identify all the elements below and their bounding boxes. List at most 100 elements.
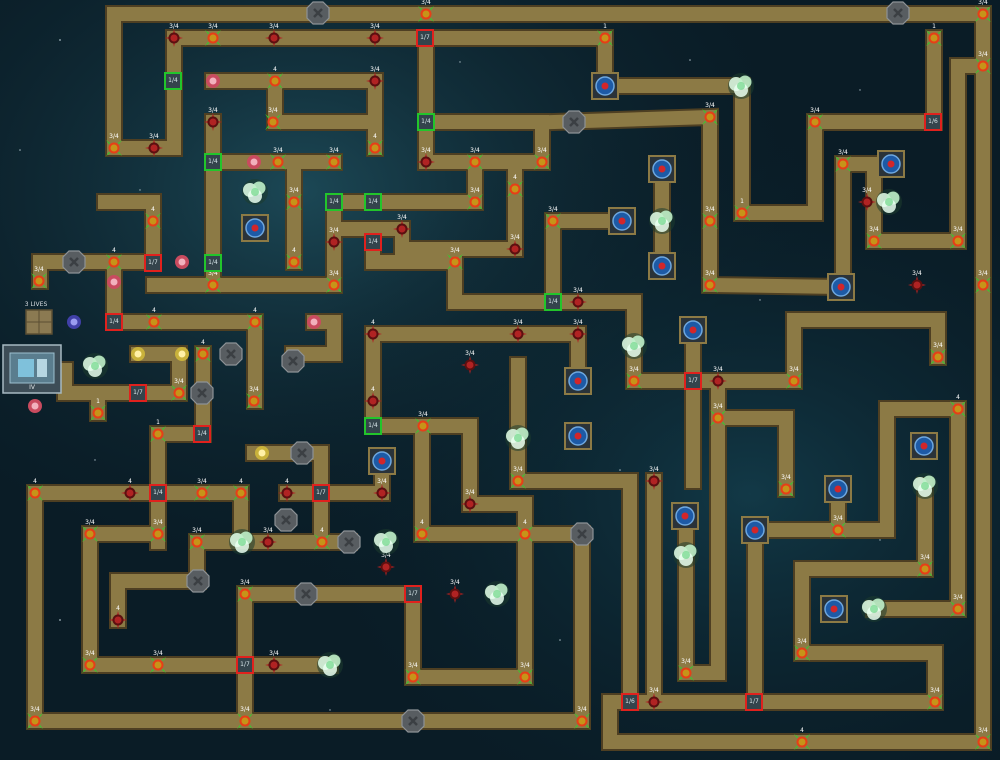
locked-slot[interactable] <box>190 381 214 409</box>
mine[interactable]: 3/4 <box>858 188 876 211</box>
path-node[interactable]: 3/4 <box>325 148 343 171</box>
path-node[interactable]: 3/4 <box>929 343 947 366</box>
path-node[interactable]: 3/4 <box>466 188 484 211</box>
locked-slot[interactable] <box>401 709 425 737</box>
mine[interactable]: 3/4 <box>265 651 283 674</box>
path-node[interactable]: 3/4 <box>974 0 992 23</box>
green-gate[interactable]: 1/4 <box>164 72 182 90</box>
tower[interactable] <box>648 155 676 187</box>
path-node[interactable]: 3/4 <box>285 188 303 211</box>
green-gate[interactable]: 1/4 <box>204 254 222 272</box>
path-node[interactable]: 3/4 <box>701 207 719 230</box>
mine[interactable]: 3/4 <box>165 24 183 47</box>
gas-cloud[interactable] <box>225 525 259 563</box>
red-gate[interactable]: 1/4 <box>105 313 123 331</box>
path-node[interactable]: 3/4 <box>834 150 852 173</box>
mine[interactable]: 3/4 <box>259 528 277 551</box>
path-node[interactable]: 3/4 <box>325 271 343 294</box>
tower[interactable] <box>741 516 769 548</box>
path-node[interactable]: 4 <box>194 340 212 363</box>
gas-cloud[interactable] <box>617 329 651 367</box>
path-node[interactable]: 4 <box>413 520 431 543</box>
path-node[interactable]: 3/4 <box>573 707 591 730</box>
path-node[interactable]: 3/4 <box>236 580 254 603</box>
path-node[interactable]: 3/4 <box>105 134 123 157</box>
path-node[interactable]: 3/4 <box>974 271 992 294</box>
gas-cloud[interactable] <box>369 525 403 563</box>
red-gate[interactable]: 1/6 <box>924 113 942 131</box>
path-node[interactable]: 4 <box>144 207 162 230</box>
locked-slot[interactable] <box>306 1 330 29</box>
path-node[interactable]: 4 <box>26 479 44 502</box>
path-node[interactable]: 3/4 <box>404 663 422 686</box>
mine[interactable]: 3/4 <box>204 108 222 131</box>
red-gate[interactable]: 1/7 <box>404 585 422 603</box>
tower[interactable] <box>910 432 938 464</box>
path-node[interactable]: 3/4 <box>533 148 551 171</box>
tower[interactable] <box>827 273 855 305</box>
tower[interactable] <box>679 316 707 348</box>
path-node[interactable]: 3/4 <box>204 24 222 47</box>
path-node[interactable]: 3/4 <box>193 479 211 502</box>
mine[interactable]: 4 <box>121 479 139 502</box>
path-node[interactable]: 3/4 <box>446 248 464 271</box>
mine[interactable]: 3/4 <box>461 351 479 374</box>
path-node[interactable]: 3/4 <box>701 103 719 126</box>
path-node[interactable]: 4 <box>232 479 250 502</box>
red-gate[interactable]: 1/7 <box>144 254 162 272</box>
red-gate[interactable]: 1/4 <box>364 233 382 251</box>
red-gate[interactable]: 1/4 <box>149 484 167 502</box>
mine[interactable]: 3/4 <box>461 490 479 513</box>
locked-slot[interactable] <box>62 250 86 278</box>
path-node[interactable]: 3/4 <box>974 52 992 75</box>
enemy-pink[interactable] <box>105 273 123 295</box>
path-node[interactable]: 3/4 <box>149 520 167 543</box>
path-node[interactable]: 3/4 <box>865 227 883 250</box>
mine[interactable]: 4 <box>109 606 127 629</box>
locked-slot[interactable] <box>886 1 910 29</box>
path-node[interactable]: 1 <box>596 24 614 47</box>
enemy-pink[interactable] <box>26 397 44 419</box>
mine[interactable]: 3/4 <box>569 288 587 311</box>
path-node[interactable]: 3/4 <box>516 663 534 686</box>
locked-slot[interactable] <box>570 522 594 550</box>
locked-slot[interactable] <box>281 349 305 377</box>
mine[interactable]: 3/4 <box>373 479 391 502</box>
path-node[interactable]: 3/4 <box>81 651 99 674</box>
gas-cloud[interactable] <box>480 577 514 615</box>
path-node[interactable]: 4 <box>313 528 331 551</box>
green-gate[interactable]: 1/4 <box>544 293 562 311</box>
mine[interactable]: 4 <box>364 387 382 410</box>
red-gate[interactable]: 1/7 <box>129 384 147 402</box>
mine[interactable]: 3/4 <box>709 367 727 390</box>
mine[interactable]: 3/4 <box>377 553 395 576</box>
path-node[interactable]: 4 <box>366 134 384 157</box>
path-node[interactable]: 3/4 <box>974 728 992 751</box>
path-node[interactable]: 3/4 <box>509 467 527 490</box>
green-gate[interactable]: 1/4 <box>364 193 382 211</box>
tower[interactable] <box>368 447 396 479</box>
enemy-pink[interactable] <box>305 313 323 335</box>
path-node[interactable]: 3/4 <box>149 651 167 674</box>
tower[interactable] <box>648 252 676 284</box>
path-node[interactable]: 3/4 <box>30 267 48 290</box>
gas-cloud[interactable] <box>872 185 906 223</box>
green-gate[interactable]: 1/4 <box>364 417 382 435</box>
path-node[interactable]: 3/4 <box>949 595 967 618</box>
path-node[interactable]: 3/4 <box>170 379 188 402</box>
gas-cloud[interactable] <box>645 204 679 242</box>
enemy-pink[interactable] <box>245 153 263 175</box>
mine[interactable]: 3/4 <box>569 320 587 343</box>
path-node[interactable]: 3/4 <box>709 404 727 427</box>
red-gate[interactable]: 1/7 <box>745 693 763 711</box>
locked-slot[interactable] <box>219 342 243 370</box>
path-node[interactable]: 3/4 <box>236 707 254 730</box>
green-gate[interactable]: 1/4 <box>417 113 435 131</box>
path-node[interactable]: 3/4 <box>466 148 484 171</box>
gas-cloud[interactable] <box>238 175 272 213</box>
path-node[interactable]: 4 <box>285 248 303 271</box>
tower[interactable] <box>591 72 619 104</box>
locked-slot[interactable] <box>290 441 314 469</box>
path-node[interactable]: 3/4 <box>204 271 222 294</box>
path-node[interactable]: 4 <box>793 728 811 751</box>
